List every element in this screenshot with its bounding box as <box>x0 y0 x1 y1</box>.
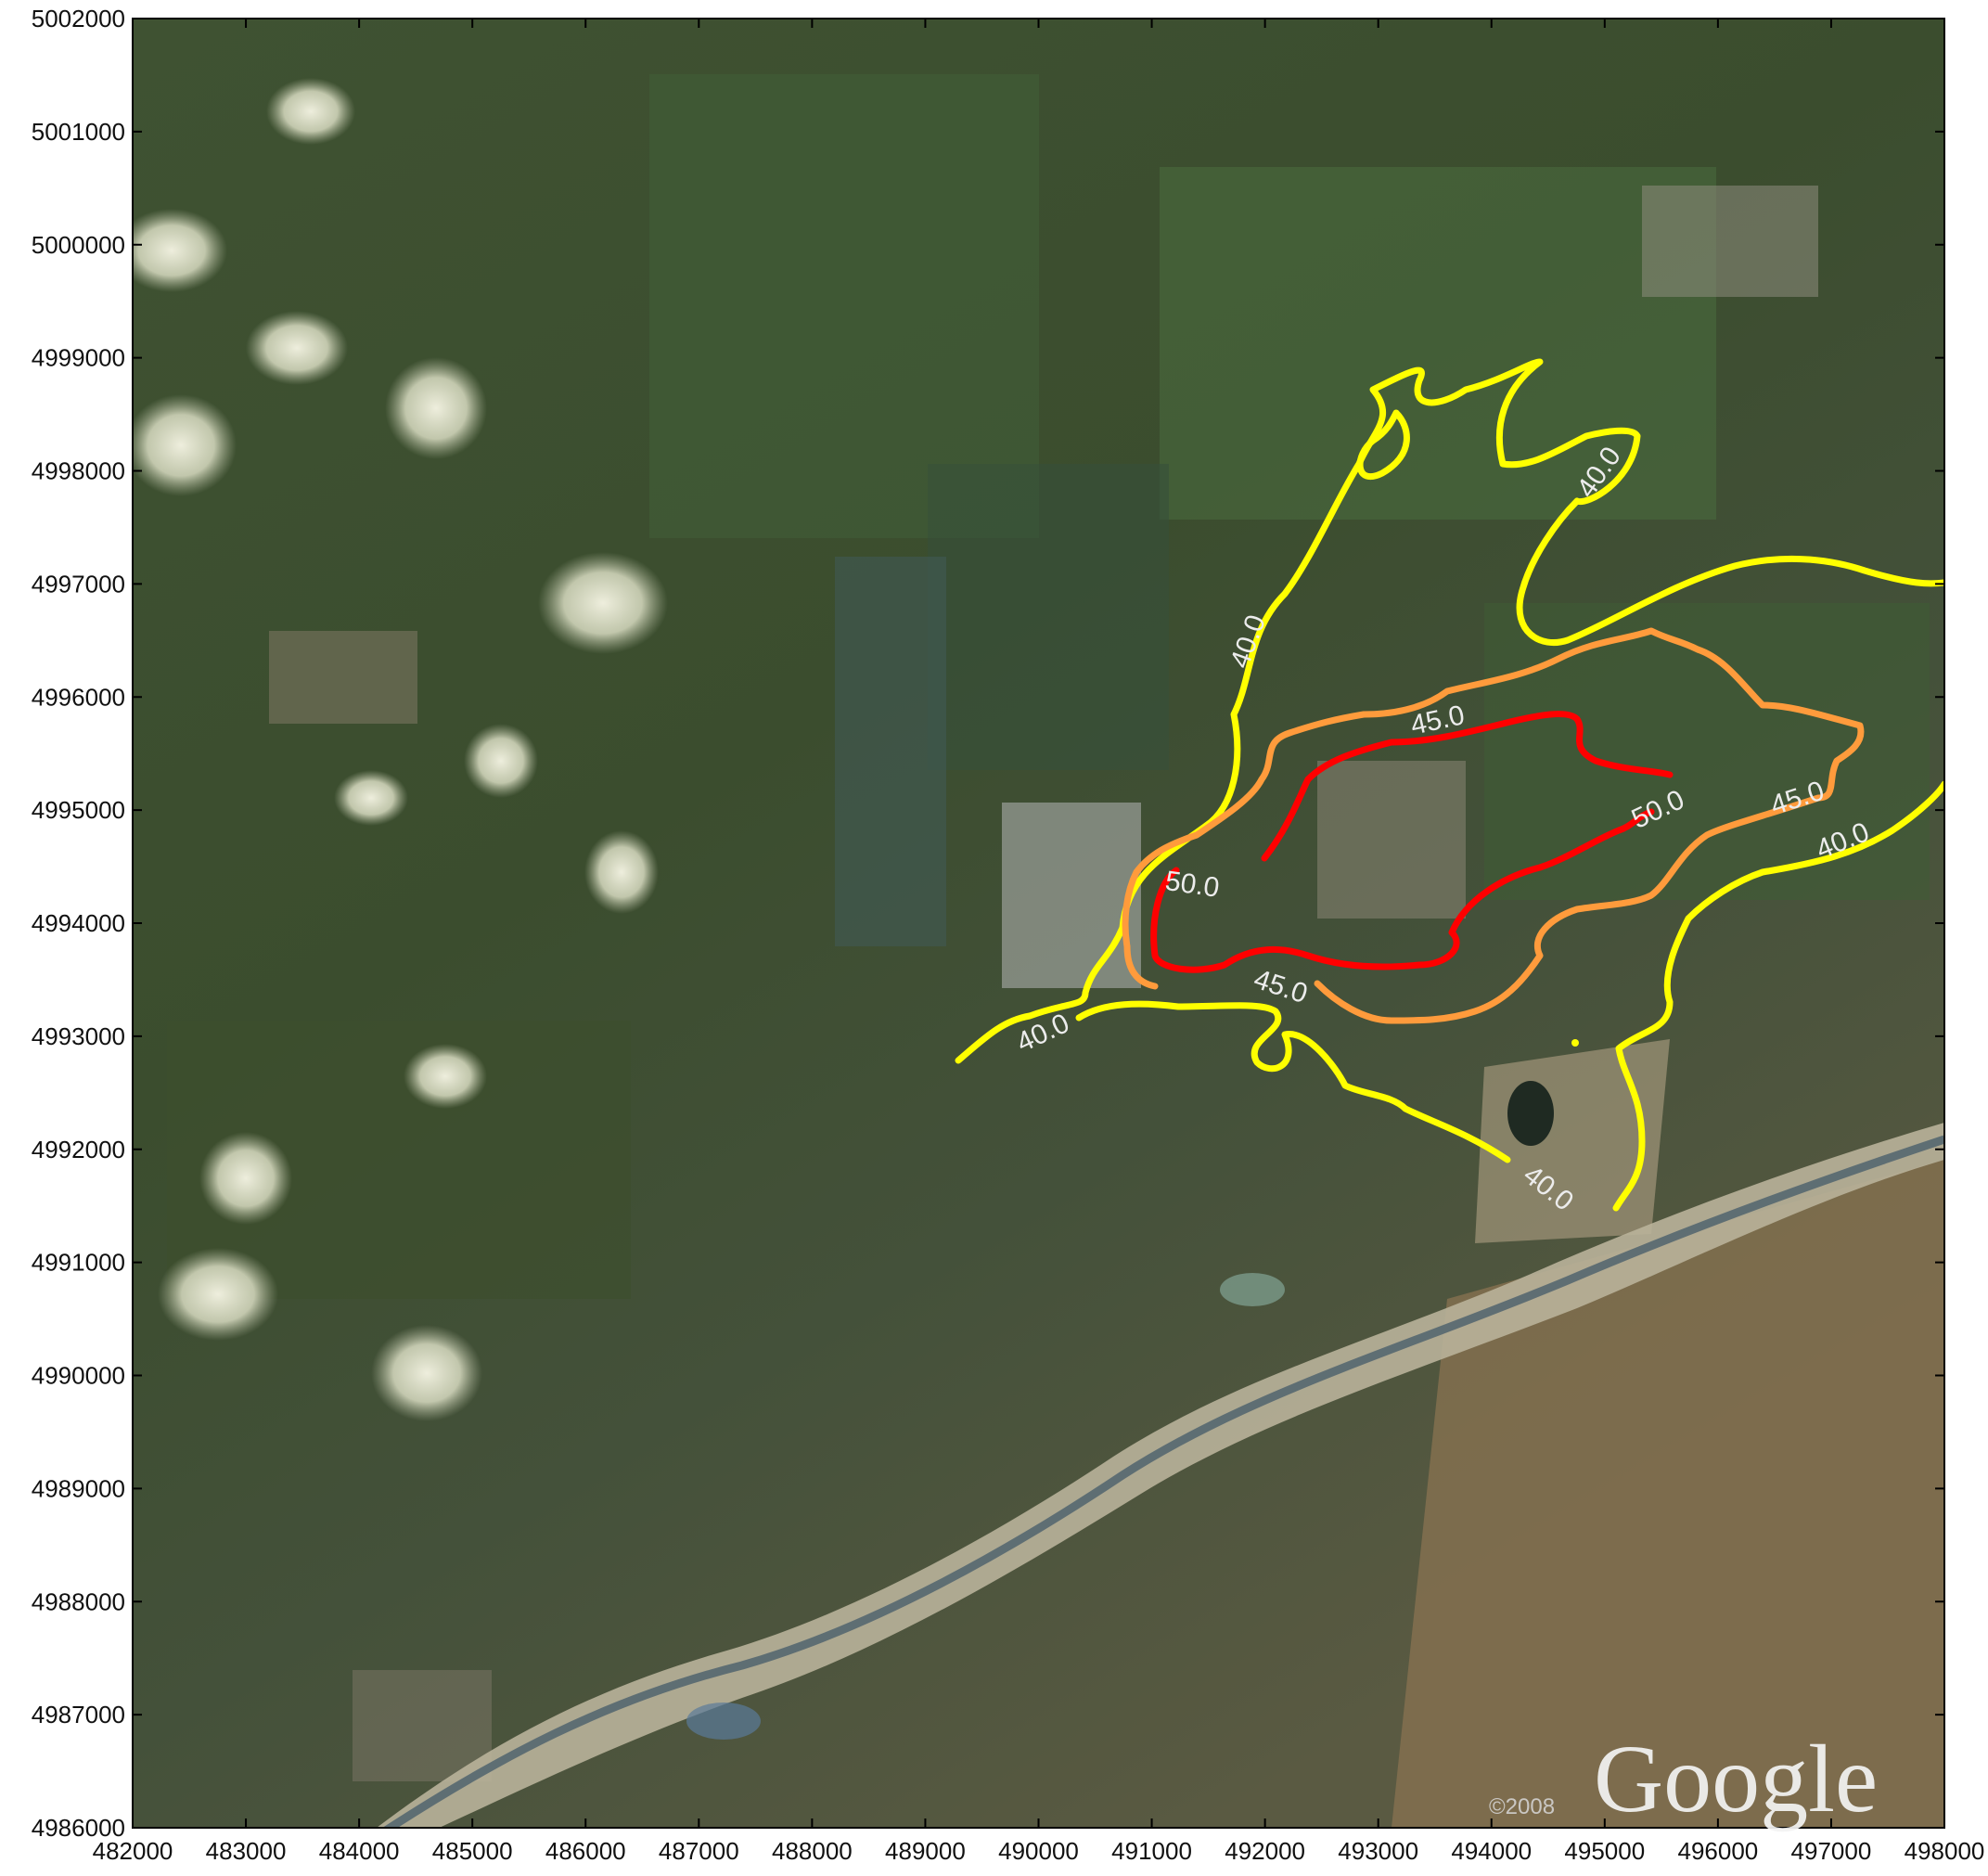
y-tick-label: 4992000 <box>32 1136 125 1163</box>
y-tick-label: 4987000 <box>32 1701 125 1728</box>
contour-50-main <box>1150 711 1674 973</box>
x-tick-label: 491000 <box>1111 1837 1192 1865</box>
y-tick-label: 4995000 <box>32 796 125 824</box>
y-tick-label: 5002000 <box>32 5 125 32</box>
contour-lines <box>955 358 1944 1212</box>
x-tick-label: 487000 <box>659 1837 739 1865</box>
x-tick-label: 486000 <box>545 1837 626 1865</box>
x-tick-label: 495000 <box>1564 1837 1645 1865</box>
x-tick-label: 496000 <box>1677 1837 1758 1865</box>
y-tick-label: 4990000 <box>32 1362 125 1390</box>
x-tick-label: 494000 <box>1451 1837 1532 1865</box>
y-tick-label: 4996000 <box>32 683 125 711</box>
copyright-label: ©2008 <box>1489 1794 1555 1819</box>
x-tick-label: 493000 <box>1338 1837 1418 1865</box>
y-tick-label: 4998000 <box>32 457 125 485</box>
y-tick-label: 4997000 <box>32 570 125 597</box>
contour-40-loop <box>1356 409 1410 481</box>
x-tick-label: 482000 <box>93 1837 173 1865</box>
y-tick-label: 5001000 <box>32 118 125 146</box>
x-tick-label: 484000 <box>319 1837 400 1865</box>
x-axis: 482000 483000 484000 485000 486000 487000 4880… <box>93 19 1985 1865</box>
y-tick-label: 4999000 <box>32 344 125 372</box>
y-tick-label: 4993000 <box>32 1022 125 1050</box>
google-watermark: Google <box>1594 1726 1878 1832</box>
x-tick-label: 490000 <box>998 1837 1079 1865</box>
contour-40-south <box>1075 1000 1511 1163</box>
y-tick-label: 5000000 <box>32 231 125 259</box>
satellite-imagery <box>133 19 1944 1828</box>
y-tick-label: 4994000 <box>32 909 125 937</box>
contour-label: 50.0 <box>1163 866 1221 904</box>
x-tick-label: 483000 <box>206 1837 287 1865</box>
y-tick-label: 4988000 <box>32 1587 125 1615</box>
x-tick-label: 492000 <box>1225 1837 1305 1865</box>
contour-45-main <box>1122 627 1865 1024</box>
x-tick-label: 498000 <box>1905 1837 1985 1865</box>
y-tick-label: 4986000 <box>32 1814 125 1842</box>
x-tick-label: 485000 <box>432 1837 513 1865</box>
contour-40-east <box>1612 780 1944 1212</box>
x-tick-label: 489000 <box>885 1837 966 1865</box>
y-tick-label: 4989000 <box>32 1474 125 1502</box>
x-tick-label: 488000 <box>772 1837 853 1865</box>
y-axis: 5002000 5001000 5000000 4999000 4998000 49970… <box>32 5 1944 1842</box>
contour-40-main <box>955 358 1944 1064</box>
y-tick-label: 4991000 <box>32 1249 125 1277</box>
x-tick-label: 497000 <box>1791 1837 1872 1865</box>
